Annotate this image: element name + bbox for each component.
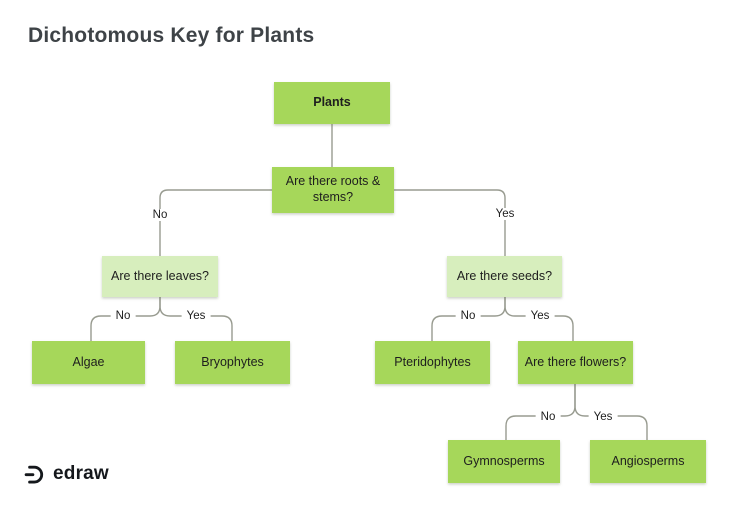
node-bryophytes: Bryophytes: [175, 341, 290, 384]
edge-label-roots-to-leaves: No: [147, 209, 173, 221]
edge-label-leaves-to-bryophytes: Yes: [181, 310, 211, 322]
node-algae: Algae: [32, 341, 145, 384]
connector-roots-to-seeds: [394, 189, 506, 256]
node-flowers-question: Are there flowers?: [518, 341, 633, 384]
edge-label-roots-to-seeds: Yes: [490, 208, 520, 220]
edge-label-flowers-to-gymnosperms: No: [535, 411, 561, 423]
edge-label-seeds-to-flowers: Yes: [525, 310, 555, 322]
edraw-logo-text: edraw: [53, 463, 109, 484]
node-seeds-question: Are there seeds?: [447, 256, 562, 297]
edge-label-flowers-to-angiosperms: Yes: [588, 411, 618, 423]
node-leaves-question: Are there leaves?: [102, 256, 218, 297]
edraw-mark-icon: [24, 465, 44, 484]
node-gymnosperms: Gymnosperms: [448, 440, 560, 483]
connector-roots-to-leaves: [159, 189, 272, 256]
edraw-logo: edraw: [23, 463, 109, 485]
node-roots-stems-question: Are there roots & stems?: [272, 167, 394, 213]
edge-label-leaves-to-algae: No: [110, 310, 136, 322]
node-angiosperms: Angiosperms: [590, 440, 706, 483]
page-title: Dichotomous Key for Plants: [28, 24, 315, 47]
node-pteridophytes: Pteridophytes: [375, 341, 490, 384]
node-plants: Plants: [274, 82, 390, 124]
edge-label-seeds-to-pteridophytes: No: [455, 310, 481, 322]
